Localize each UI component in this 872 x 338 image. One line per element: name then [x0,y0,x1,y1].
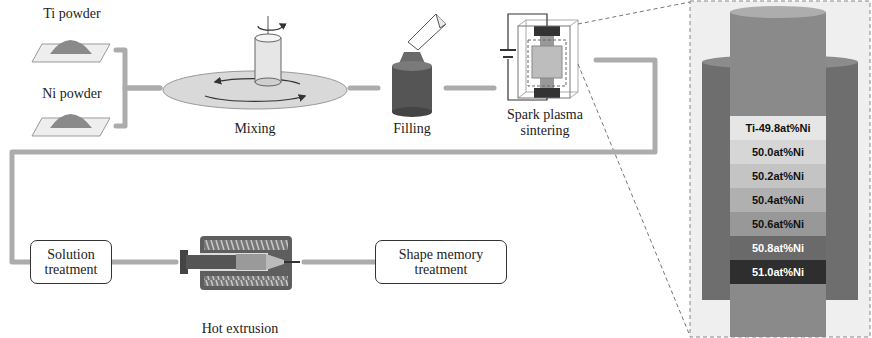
process-flow-line [446,86,494,91]
composition-label: 50.6at%Ni [752,218,804,230]
process-step: Hot extrusion [176,230,304,336]
step-label: Shape memory treatment [382,247,500,278]
zoom-leader [578,64,690,336]
composition-layer: 50.6at%Ni [730,212,826,236]
process-step: Ni powder [28,86,116,142]
composition-layer: 50.8at%Ni [730,236,826,260]
step-label: Ti powder [43,6,100,21]
composition-layer: 51.0at%Ni [730,260,826,284]
powder-plate [32,114,110,136]
composition-label: 50.8at%Ni [752,242,804,254]
step-label: Mixing [234,121,275,136]
mixing-disk [163,16,347,109]
composition-label: Ti-49.8at%Ni [745,122,810,134]
step-label: Spark plasma sintering [494,107,596,138]
powder-plate [32,40,110,62]
process-flow-line [12,60,655,262]
composition-layer: 50.0at%Ni [730,140,826,164]
composition-label: 51.0at%Ni [752,266,804,278]
process-flow-line [116,50,160,88]
process-step: Spark plasma sintering [494,8,596,138]
step-label: Ni powder [42,86,102,101]
process-step: Ti powder [28,6,116,68]
zoom-panel [690,1,870,337]
sps-chamber [500,14,578,100]
composition-label: 50.2at%Ni [752,170,804,182]
extrusion-press [180,236,300,290]
process-step: Filling [378,10,446,136]
process-flow-line [304,260,375,265]
composition-layer: 50.4at%Ni [730,188,826,212]
process-box: Shape memory treatment [375,240,507,284]
process-flow-line [112,260,176,265]
process-box: Solution treatment [30,240,112,284]
step-label: Solution treatment [37,247,105,278]
zoom-leader [578,2,690,24]
filling-die [392,14,446,117]
composition-label: 50.0at%Ni [752,146,804,158]
composition-layer: 50.2at%Ni [730,164,826,188]
composition-label: 50.4at%Ni [752,194,804,206]
process-flow-line [116,88,160,126]
step-label: Filling [393,121,430,136]
composition-layer: Ti-49.8at%Ni [730,116,826,140]
process-flow-line [350,86,378,91]
step-label: Hot extrusion [202,321,279,336]
process-step: Mixing [160,20,350,136]
